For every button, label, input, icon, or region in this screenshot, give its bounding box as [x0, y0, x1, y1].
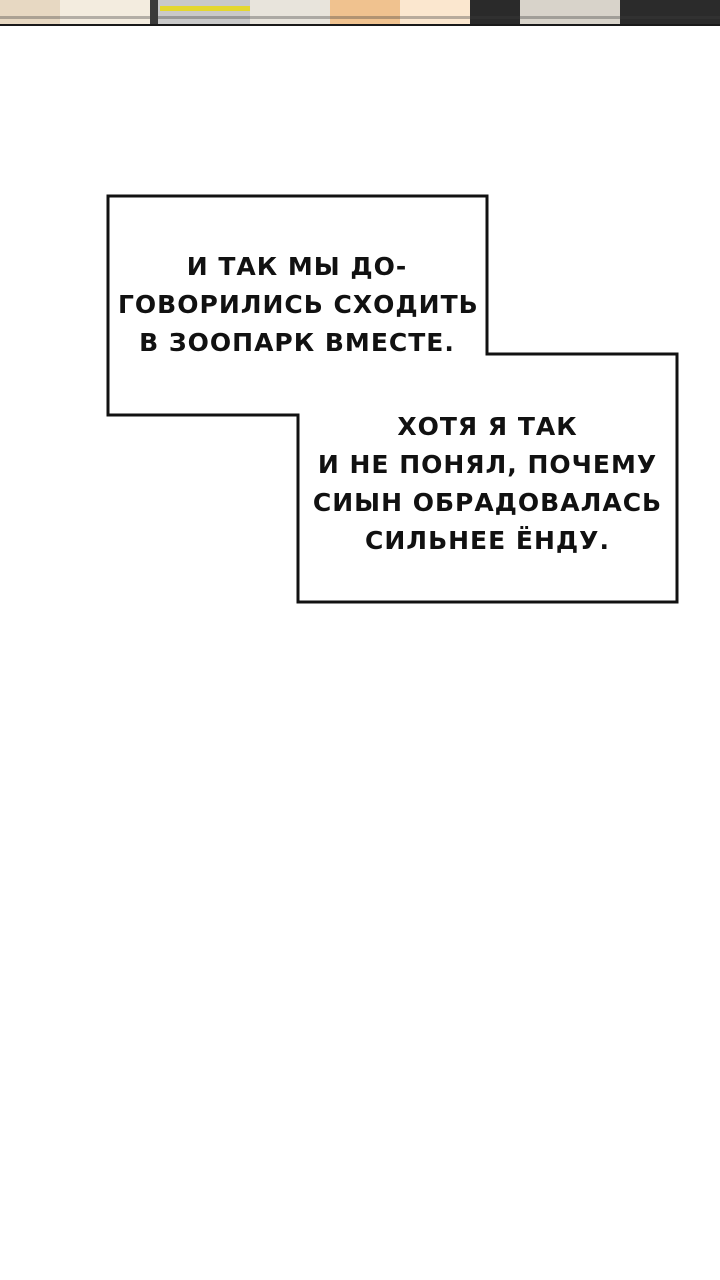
caption-2-line-2: И НЕ ПОНЯЛ, ПОЧЕМУ	[317, 450, 658, 479]
caption-2-line-4: СИЛЬНЕЕ ЁНДУ.	[365, 526, 610, 555]
caption-1-line-1: И ТАК МЫ ДО-	[186, 252, 408, 281]
caption-2-line-3: СИЫН ОБРАДОВАЛАСЬ	[312, 488, 663, 517]
caption-1-line-3: В ЗООПАРК ВМЕСТЕ.	[139, 328, 455, 357]
caption-2: ХОТЯ Я ТАК И НЕ ПОНЯЛ, ПОЧЕМУ СИЫН ОБРАД…	[305, 408, 670, 560]
caption-box-border	[106, 194, 679, 604]
caption-1-line-2: ГОВОРИЛИСЬ СХОДИТЬ	[118, 290, 479, 319]
caption-1: И ТАК МЫ ДО- ГОВОРИЛИСЬ СХОДИТЬ В ЗООПАР…	[118, 248, 479, 362]
caption-2-line-1: ХОТЯ Я ТАК	[397, 412, 578, 441]
previous-panel-yellow-band	[160, 6, 250, 11]
previous-panel-strip	[0, 0, 720, 26]
previous-panel-rail	[0, 16, 720, 19]
